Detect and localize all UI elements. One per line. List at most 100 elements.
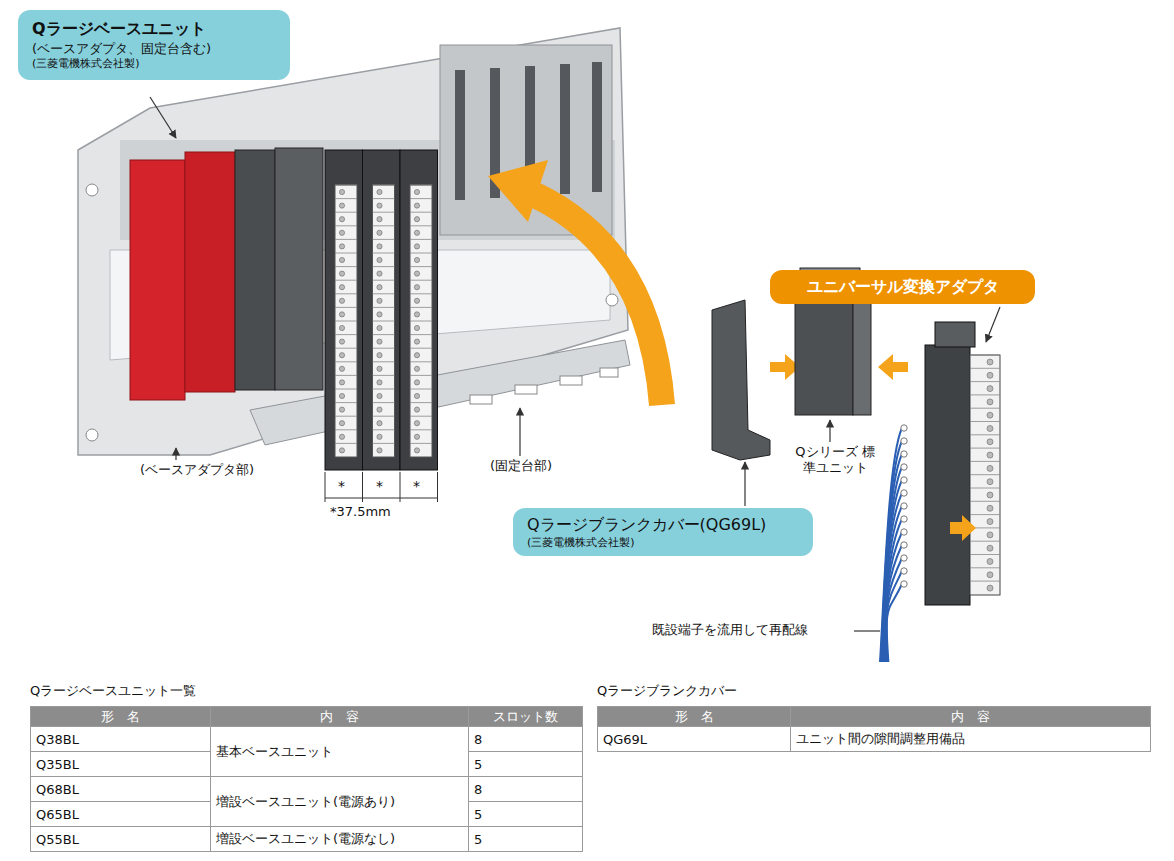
table-cell: 増設ベースユニット(電源あり) <box>210 776 469 827</box>
base-plate <box>86 184 98 196</box>
plc-modules <box>373 402 395 403</box>
plc-modules <box>373 307 395 308</box>
plc-modules <box>373 198 395 199</box>
plc-modules <box>377 325 382 330</box>
adapter <box>987 452 993 458</box>
table-text: 基本ベースユニット <box>211 743 338 761</box>
plc-modules <box>373 429 395 430</box>
plc-modules <box>373 185 395 186</box>
plc-modules <box>410 389 432 390</box>
table-header-cell: 形 名 <box>597 706 791 727</box>
plc-modules <box>130 160 185 400</box>
plc-modules <box>339 244 344 249</box>
adapter <box>970 448 1000 449</box>
plc-modules <box>335 416 357 417</box>
adapter <box>970 554 1000 555</box>
part-label: (ベースアダプタ部) <box>140 462 254 478</box>
plc-modules <box>335 375 357 376</box>
plc-modules <box>377 312 382 317</box>
plc-modules <box>335 361 357 362</box>
wires <box>901 542 907 548</box>
leader-lines <box>175 448 176 460</box>
plc-modules <box>335 253 357 254</box>
plc-modules <box>377 393 382 398</box>
plc-modules <box>335 185 357 186</box>
adapter <box>970 355 1000 595</box>
callout-box: Qラージベースユニット(ベースアダプタ、固定台含む)(三菱電機株式会社製) <box>18 10 290 80</box>
plc-modules <box>410 225 432 226</box>
plc-modules <box>410 293 432 294</box>
plc-modules <box>130 148 438 470</box>
adapter <box>970 355 1000 356</box>
plc-modules <box>373 334 395 335</box>
wires <box>880 428 902 662</box>
adapter <box>925 345 970 605</box>
plc-modules <box>377 285 382 290</box>
plc-modules <box>335 429 357 430</box>
wires <box>901 503 907 509</box>
plc-modules <box>410 402 432 403</box>
plc-modules <box>339 298 344 303</box>
wires <box>901 568 907 574</box>
plc-modules <box>410 253 432 254</box>
adapter <box>987 492 993 498</box>
plc-modules <box>373 416 395 417</box>
plc-modules <box>275 148 323 390</box>
plc-modules <box>410 185 432 186</box>
blank-cover <box>712 300 770 460</box>
plc-modules <box>414 230 419 235</box>
plc-modules <box>414 271 419 276</box>
adapter <box>987 372 993 378</box>
plc-modules <box>410 239 432 240</box>
plc-modules <box>373 266 395 267</box>
plc-modules <box>339 353 344 358</box>
wires <box>901 477 907 483</box>
plc-modules <box>339 407 344 412</box>
plc-modules <box>414 448 419 453</box>
plc-modules <box>335 225 357 226</box>
wires <box>881 454 902 662</box>
plc-modules <box>414 285 419 290</box>
table-text: 形 名 <box>96 708 145 726</box>
plc-modules <box>373 212 395 213</box>
plc-modules <box>414 407 419 412</box>
callout-box: Qラージブランクカバー(QG69L)(三菱電機株式会社製) <box>513 508 813 556</box>
plc-modules <box>410 334 432 335</box>
wires <box>901 529 907 535</box>
fixing-base <box>600 368 618 377</box>
plc-modules <box>377 257 382 262</box>
table-text: QG69L <box>598 732 652 747</box>
plc-modules <box>414 366 419 371</box>
plc-modules <box>325 150 363 470</box>
wires <box>884 506 902 662</box>
dimension-mark: * <box>376 478 383 495</box>
callout-title: Qラージベースユニット <box>32 18 276 40</box>
plc-modules <box>377 380 382 385</box>
plc-modules <box>414 203 419 208</box>
plc-modules <box>377 353 382 358</box>
plc-modules <box>373 239 395 240</box>
plc-modules <box>410 212 432 213</box>
plc-modules <box>373 375 395 376</box>
table-text: 5 <box>469 757 487 772</box>
leader-lines <box>150 97 176 138</box>
small-arrows <box>878 354 908 380</box>
plc-modules <box>335 266 357 267</box>
plc-modules <box>377 271 382 276</box>
plc-modules <box>373 348 395 349</box>
base-plate <box>86 429 98 441</box>
table-text: 増設ベースユニット(電源あり) <box>211 793 400 811</box>
plc-modules <box>377 366 382 371</box>
plc-modules <box>410 429 432 430</box>
leader-lines <box>150 97 1000 631</box>
adapter <box>970 461 1000 462</box>
plc-modules <box>377 407 382 412</box>
plc-modules <box>410 185 432 457</box>
table-cell: 5 <box>468 826 583 852</box>
fixing-base <box>560 376 582 385</box>
fixing-base <box>470 395 492 404</box>
empty-slots <box>440 45 612 235</box>
dimension-mark: * <box>413 478 420 495</box>
adapter <box>970 421 1000 422</box>
table-header-cell: 内 容 <box>790 706 1151 727</box>
